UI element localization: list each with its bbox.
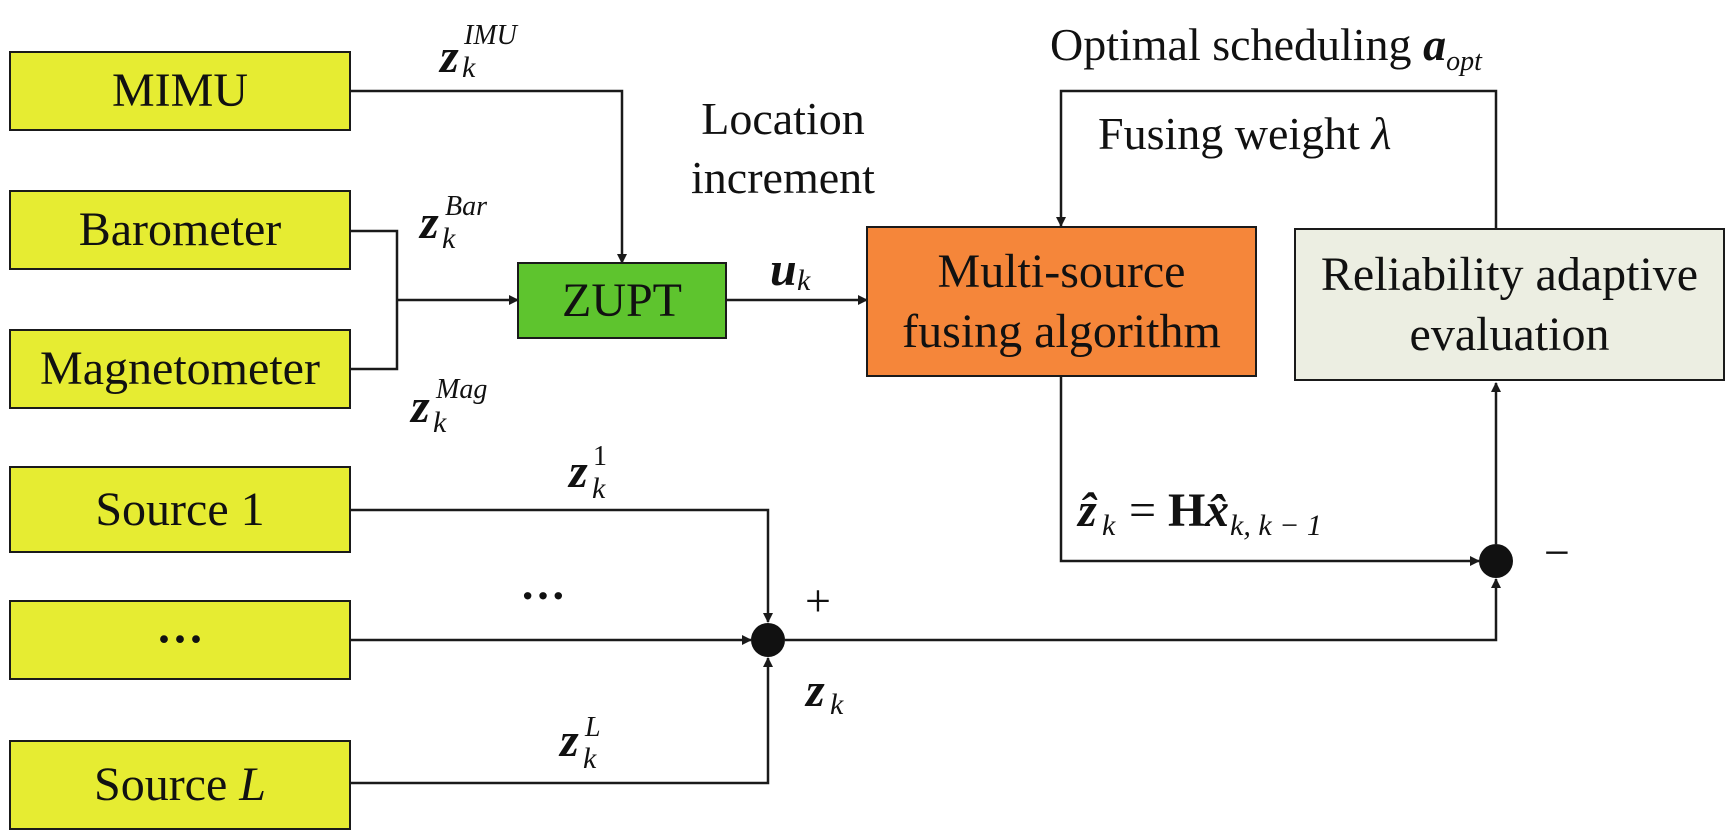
z-bar-sup: Bar [445,191,487,222]
z-k-base: z [806,664,825,717]
z-sourceL-base: z [560,714,579,767]
z-imu-sup: IMU [464,20,517,51]
minus-summing-junction [1479,544,1513,578]
feedback-loop-line [1056,89,1498,228]
middle-dots: ··· [520,570,567,621]
z-imu-base: z [440,30,459,83]
reliability-label-line1: Reliability adaptive [1320,247,1699,301]
z-mag-base: z [411,380,430,433]
barometer-block: Barometer [9,190,351,270]
sourceL-var: L [239,758,266,811]
mimu-block: MIMU [9,51,351,131]
zhat-sub: k [1102,509,1116,542]
z-sourceL-sup: L [585,712,601,743]
zhat-base: ẑ [1078,484,1097,537]
optimal-subscript: opt [1446,46,1482,77]
source1-block: Source 1 [9,466,351,553]
plus-summing-junction [751,623,785,657]
magnetometer-label: Magnetometer [40,342,320,395]
fusing-label-line2: fusing algorithm [902,304,1221,358]
u-k-base: u [770,243,797,296]
z-sourceL-sub: k [583,742,597,775]
z-imu-sub: k [462,51,476,84]
location-increment-label: Location increment [668,90,898,208]
reliability-label-line2: evaluation [1409,307,1610,361]
source1-label: Source 1 [95,482,265,536]
z-mag-sup: Mag [436,374,488,405]
z-source1-sub: k [592,472,606,505]
z-source1-sup: 1 [593,441,607,472]
sourceL-line [350,657,773,785]
location-line2: increment [691,151,875,203]
fusing-weight-symbol: λ [1371,108,1392,159]
z-bar-base: z [420,196,439,249]
optimal-symbol: a [1423,19,1447,70]
equals-sign: = [1117,484,1169,537]
z-source1-base: z [569,445,588,498]
estimate-line [1059,377,1480,566]
magnetometer-block: Magnetometer [9,329,351,409]
h-matrix: H [1168,484,1206,537]
source1-line [350,508,773,623]
plus-sign: + [805,575,831,626]
sourceL-prefix: Source [94,758,240,811]
fusing-weight-label: Fusing weight λ [1098,111,1391,157]
fusing-algorithm-block: Multi-source fusing algorithm [866,226,1257,377]
source-dots-label: ··· [155,613,205,666]
mimu-to-zupt-line [350,89,627,264]
xhat-sub: k, k − 1 [1230,509,1322,542]
optimal-scheduling-label: Optimal scheduling aopt [1050,22,1482,76]
location-line1: Location [701,93,865,144]
measurement-line [785,578,1501,642]
barometer-label: Barometer [78,203,282,256]
z-k-sub: k [830,688,844,721]
barometer-bracket-line [350,229,399,371]
sourceL-block: Source L [9,740,351,830]
mimu-label: MIMU [111,64,248,117]
z-bar-sub: k [442,222,456,255]
minus-sign: − [1544,527,1570,578]
fusing-weight-text: Fusing weight [1098,108,1372,159]
fusing-label-line1: Multi-source [937,244,1186,298]
zupt-label: ZUPT [562,273,682,327]
xhat-base: x̂ [1205,484,1229,537]
u-k-sub: k [797,264,811,297]
zupt-block: ZUPT [517,262,727,339]
optimal-text: Optimal scheduling [1050,19,1424,70]
reliability-evaluation-block: Reliability adaptive evaluation [1294,228,1725,381]
sourceL-label: Source L [94,755,266,815]
source-dots-block: ··· [9,600,351,680]
z-mag-sub: k [433,406,447,439]
